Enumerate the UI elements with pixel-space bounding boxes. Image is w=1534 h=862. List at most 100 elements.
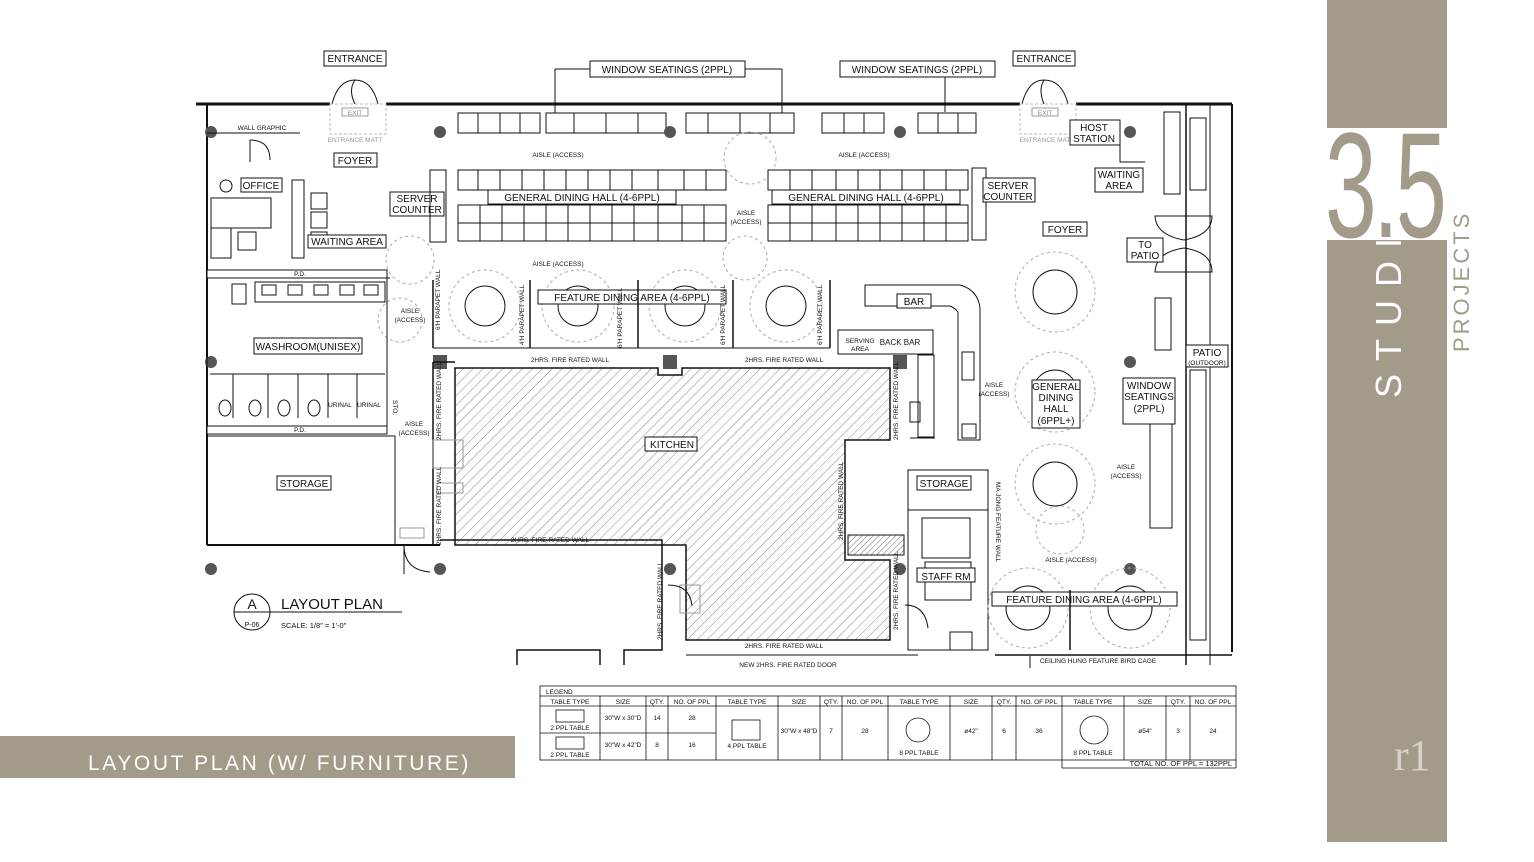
svg-text:TABLE TYPE: TABLE TYPE [728,699,767,706]
exterior-walls [196,102,1233,665]
svg-text:SIZE: SIZE [1138,699,1153,706]
left-service-zone [207,132,447,259]
window-seatings-label-2: WINDOW SEATINGS (2PPL) [852,65,982,76]
svg-text:24: 24 [1209,728,1217,735]
ppl-6-label: (6PPL+) [1038,416,1075,427]
svg-text:QTY.: QTY. [1171,699,1186,706]
svg-text:QTY.: QTY. [824,699,839,706]
storage-left [276,436,431,574]
svg-text:NO. OF PPL: NO. OF PPL [847,699,884,706]
plan-tag-sheet: P-06 [245,622,260,629]
brand-number: 3.5 [1325,101,1447,269]
serving-area-label: AREA [851,346,869,353]
window-ppl-label: (2PPL) [1133,404,1164,415]
washroom [206,269,395,437]
svg-text:16: 16 [688,742,696,749]
bar-label: BAR [904,297,925,308]
dining-right-label: DINING [1039,393,1074,404]
svg-text:AISLE: AISLE [1117,464,1136,471]
svg-text:(ACCESS): (ACCESS) [1110,473,1141,480]
patio-label: PATIO [1193,348,1222,359]
back-bar-label: BACK BAR [880,338,921,347]
server-counter-left-label-2: COUNTER [392,205,441,216]
general-dining-hall-label-right: GENERAL DINING HALL (4-6PPL) [788,193,943,204]
svg-text:TABLE TYPE: TABLE TYPE [551,699,590,706]
svg-text:4 PPL TABLE: 4 PPL TABLE [727,743,767,750]
plan-tag-letter: A [247,596,257,612]
svg-text:7: 7 [829,728,833,735]
svg-text:6: 6 [1002,728,1006,735]
kitchen [432,361,929,656]
svg-text:28: 28 [861,728,869,735]
legend-title: LEGEND [546,689,573,696]
svg-text:30"W x 42"D: 30"W x 42"D [605,742,642,749]
svg-text:2 PPL TABLE: 2 PPL TABLE [550,752,590,759]
svg-text:AISLE (ACCESS): AISLE (ACCESS) [532,261,583,268]
svg-text:AISLE: AISLE [401,308,420,315]
parapet-label-2: 4'H PARAPET WALL [519,284,526,345]
plan-scale: SCALE: 1/8" = 1'-0" [281,621,347,630]
structural-columns [205,126,1136,575]
svg-text:SIZE: SIZE [964,699,979,706]
svg-text:14: 14 [653,715,661,722]
waiting-area-left-label: WAITING AREA [311,237,383,248]
svg-text:EXIT: EXIT [348,110,362,117]
svg-text:36: 36 [1035,728,1043,735]
feature-dining-area-label-bottom: FEATURE DINING AREA (4-6PPL) [1006,595,1161,606]
to-label: TO [1138,240,1152,251]
svg-text:8 PPL TABLE: 8 PPL TABLE [1073,750,1113,757]
server-counter-right-label-2: COUNTER [983,192,1032,203]
svg-text:ø54": ø54" [1138,728,1152,735]
window-label: WINDOW [1127,381,1171,392]
svg-text:30"W x 30"D: 30"W x 30"D [605,715,642,722]
svg-text:AISLE (ACCESS): AISLE (ACCESS) [838,152,889,159]
general-dining-tables [457,169,969,242]
fire-wall-vert-3: 2HRS. FIRE RATED WALL [657,561,664,640]
brand-inner-panel [1327,128,1447,240]
svg-text:30"W x 48"D: 30"W x 48"D [781,728,818,735]
legend-rows: 2 PPL TABLE 30"W x 30"D 14 28 2 PPL TABL… [550,715,1217,759]
ceiling-bird-cage-label: CEILING HUNG FEATURE BIRD CAGE [1040,658,1157,665]
fire-wall-vert-5: 2HRS. FIRE RATED WALL [893,361,900,440]
parapet-label-1: 6'H PARAPET WALL [435,269,442,330]
pd-label-top: P.D. [294,271,306,278]
entrance-left: ENTRANCE EXIT ENTRANCE MATT [323,50,387,144]
urinal-label-1: URINAL [328,402,352,409]
window-tables [457,112,977,134]
title-band [0,736,515,778]
fire-wall-label-2: 2HRS. FIRE RATED WALL [745,357,824,364]
svg-text:TABLE TYPE: TABLE TYPE [900,699,939,706]
to-patio-label: PATIO [1131,251,1160,262]
svg-text:EXIT: EXIT [1038,110,1052,117]
svg-text:(ACCESS): (ACCESS) [978,391,1009,398]
svg-text:NO. OF PPL: NO. OF PPL [674,699,711,706]
fire-wall-vert-4: 2HRS. FIRE RATED WALL [838,461,845,540]
svg-text:TABLE TYPE: TABLE TYPE [1074,699,1113,706]
server-counter-right-label-1: SERVER [988,181,1029,192]
window-seatings-label-1: WINDOW SEATINGS (2PPL) [602,65,732,76]
kitchen-label: KITCHEN [650,440,694,451]
parapet-label-4: 6'H PARAPET WALL [720,284,727,345]
svg-text:AISLE (ACCESS): AISLE (ACCESS) [1045,557,1096,564]
fire-wall-vert-6: 2HRS. FIRE RATED WALL [893,551,900,630]
svg-text:AISLE: AISLE [985,382,1004,389]
sto-label: STO. [391,400,398,415]
svg-text:ENTRANCE: ENTRANCE [327,54,382,65]
new-fire-door-label: NEW 2HRS. FIRE RATED DOOR [739,662,837,669]
serving-label: SERVING [845,338,874,345]
svg-text:2 PPL TABLE: 2 PPL TABLE [550,725,590,732]
svg-text:QTY.: QTY. [997,699,1012,706]
storage-right-label: STORAGE [920,479,969,490]
parapet-walls [432,280,831,349]
brand-logo-mark: r1 [1394,731,1431,780]
legend-total: TOTAL NO. OF PPL = 132PPL [1130,759,1232,768]
station-label: STATION [1073,134,1115,145]
parapet-label-5: 6'H PARAPET WALL [817,284,824,345]
host-zone [1042,119,1145,237]
washroom-label: WASHROOM(UNISEX) [256,342,361,353]
wall-graphic-label: WALL GRAPHIC [238,125,287,132]
svg-text:28: 28 [688,715,696,722]
svg-text:(ACCESS): (ACCESS) [398,430,429,437]
feature-dining-area-label-top: FEATURE DINING AREA (4-6PPL) [554,293,709,304]
